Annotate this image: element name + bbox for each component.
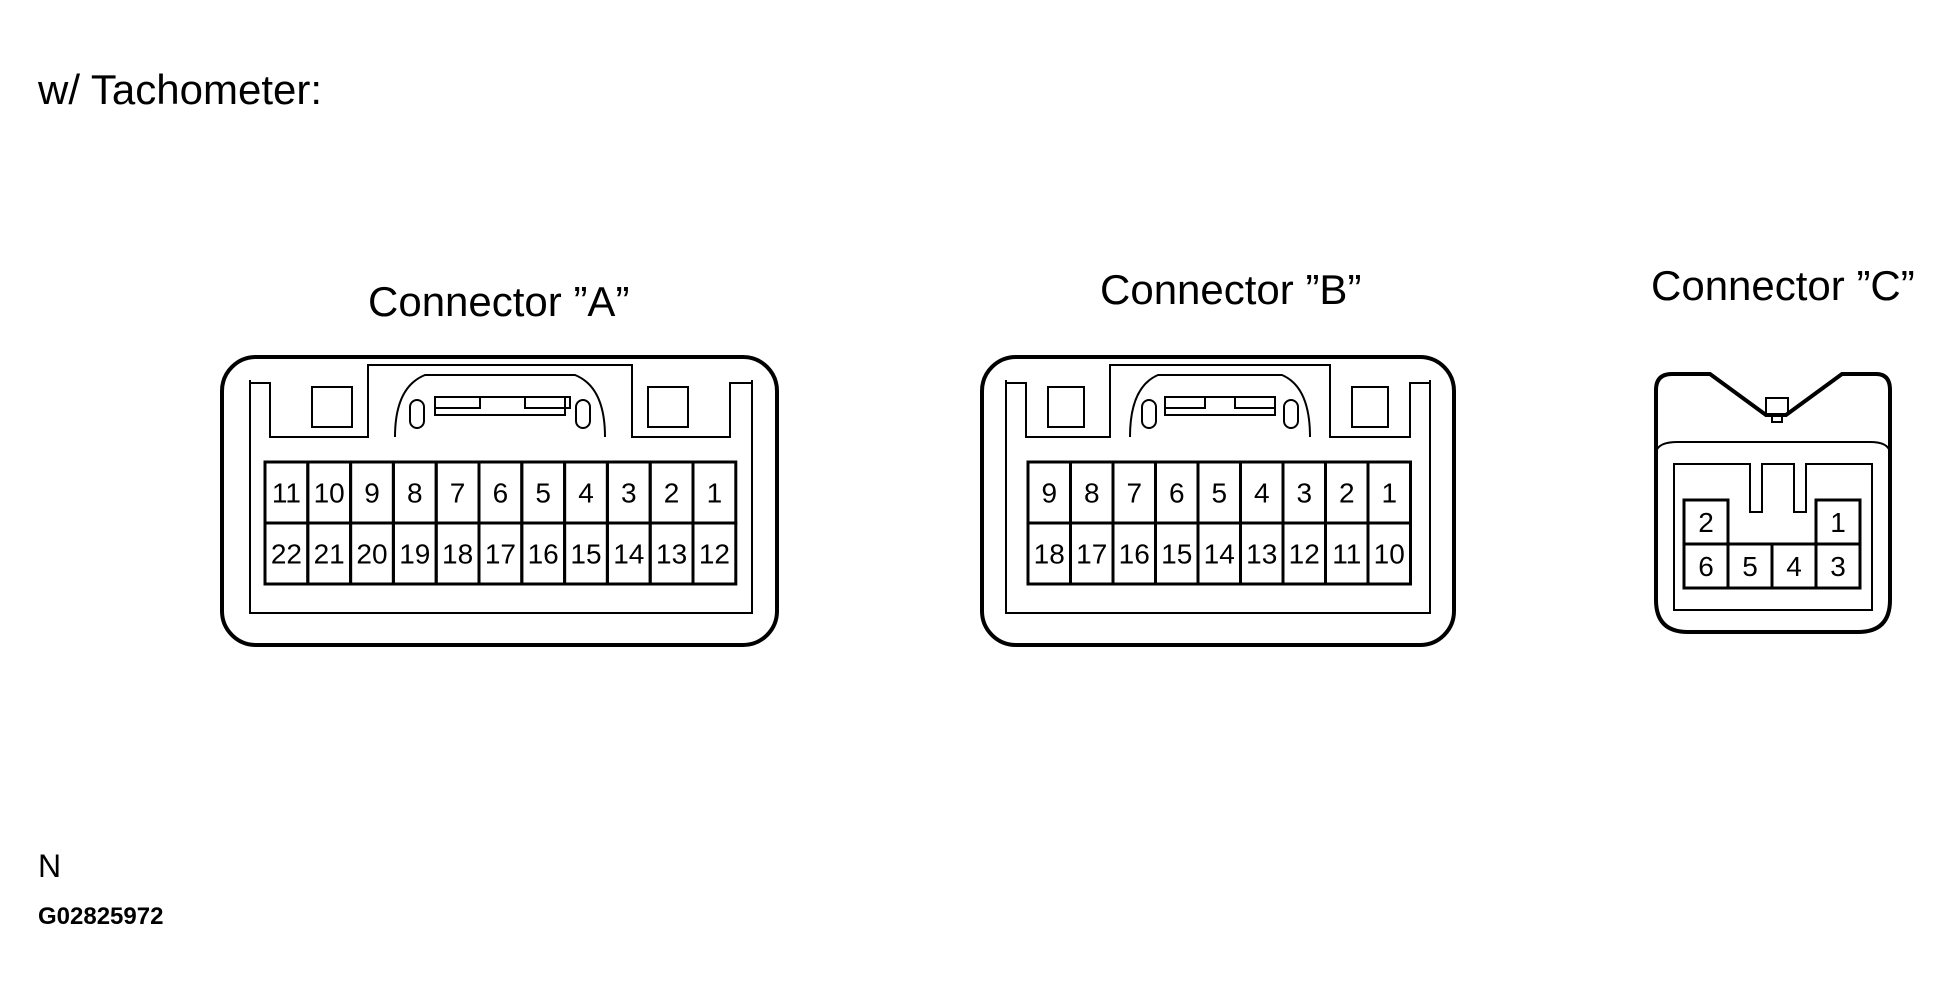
pin-b-10-box (1366, 521, 1412, 586)
pin-c-1-label: 1 (1830, 507, 1846, 538)
pin-b-1-label: 1 (1381, 478, 1397, 509)
pin-a-18-label: 18 (442, 539, 473, 570)
pin-b-17-label: 17 (1076, 539, 1107, 570)
page-title: w/ Tachometer: (38, 66, 323, 113)
connector-a-label: Connector ”A” (368, 278, 630, 325)
pin-a-17-label: 17 (485, 539, 516, 570)
pin-c-5-label: 5 (1742, 551, 1758, 582)
pin-a-15-label: 15 (570, 539, 601, 570)
pin-a-10-label: 10 (314, 478, 345, 509)
figure-code: G02825972 (38, 903, 164, 930)
pin-a-14-label: 14 (613, 539, 644, 570)
pin-a-22-label: 22 (271, 539, 302, 570)
pin-a-20-label: 20 (356, 539, 387, 570)
pin-a-3-label: 3 (621, 478, 637, 509)
pin-c-3-box (1814, 542, 1862, 590)
pin-a-2-label: 2 (664, 478, 680, 509)
connector-c-label: Connector ”C” (1651, 262, 1915, 309)
pin-a-6-label: 6 (493, 478, 509, 509)
pin-a-19-label: 19 (399, 539, 430, 570)
pin-b-18-label: 18 (1034, 539, 1065, 570)
pin-b-10-label: 10 (1374, 539, 1405, 570)
pin-b-15-label: 15 (1161, 539, 1192, 570)
pin-a-7-label: 7 (450, 478, 466, 509)
pin-a-11-label: 11 (272, 478, 301, 509)
pin-b-16-label: 16 (1119, 539, 1150, 570)
pin-b-5-label: 5 (1211, 478, 1227, 509)
pin-a-9-label: 9 (364, 478, 380, 509)
connector-b-label: Connector ”B” (1100, 266, 1362, 313)
pin-a-5-label: 5 (535, 478, 551, 509)
pin-a-8-label: 8 (407, 478, 423, 509)
pin-b-2-label: 2 (1339, 478, 1355, 509)
pin-b-12-label: 12 (1289, 539, 1320, 570)
pin-b-9-label: 9 (1041, 478, 1057, 509)
pin-b-3-label: 3 (1296, 478, 1312, 509)
note-n: N (38, 848, 62, 884)
pin-b-6-label: 6 (1169, 478, 1185, 509)
pin-a-4-label: 4 (578, 478, 594, 509)
pin-b-14-label: 14 (1204, 539, 1235, 570)
pin-a-13-label: 13 (656, 539, 687, 570)
pin-c-4-label: 4 (1786, 551, 1802, 582)
pin-b-4-label: 4 (1254, 478, 1270, 509)
pin-a-21-label: 21 (314, 539, 345, 570)
pin-b-8-label: 8 (1084, 478, 1100, 509)
pin-c-2-label: 2 (1698, 507, 1714, 538)
pin-b-7-label: 7 (1126, 478, 1142, 509)
pin-c-6-label: 6 (1698, 551, 1714, 582)
pin-a-12-box (691, 521, 738, 586)
pin-b-13-label: 13 (1246, 539, 1277, 570)
pin-b-11-label: 11 (1332, 539, 1361, 570)
pin-a-12-label: 12 (699, 539, 730, 570)
pin-a-16-label: 16 (528, 539, 559, 570)
pin-a-1-label: 1 (707, 478, 723, 509)
pin-c-3-label: 3 (1830, 551, 1846, 582)
